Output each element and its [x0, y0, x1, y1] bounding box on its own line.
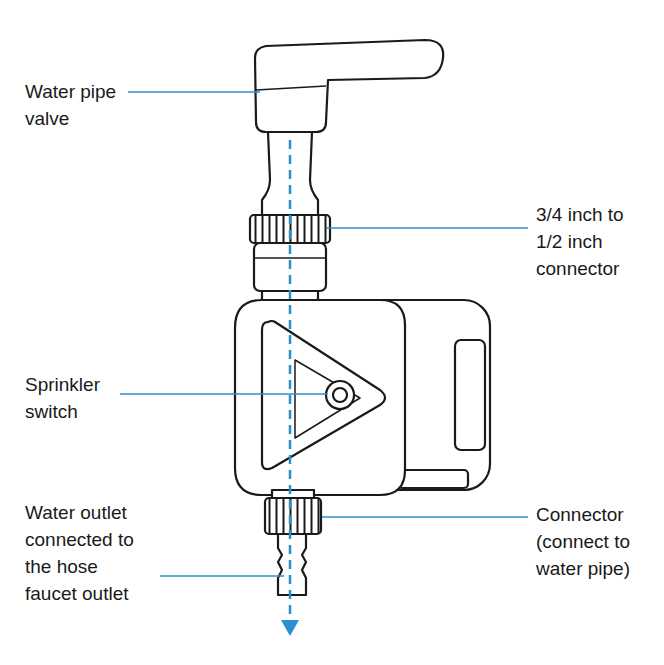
callout-label: Sprinkler switch — [25, 371, 125, 425]
callout-label: Connector (connect to water pipe) — [536, 501, 660, 582]
callout-label: Water outlet connected to the hose fauce… — [25, 499, 149, 607]
callout-label: 3/4 inch to 1/2 inch connector — [536, 201, 648, 282]
callout-label: Water pipe valve — [25, 78, 135, 132]
